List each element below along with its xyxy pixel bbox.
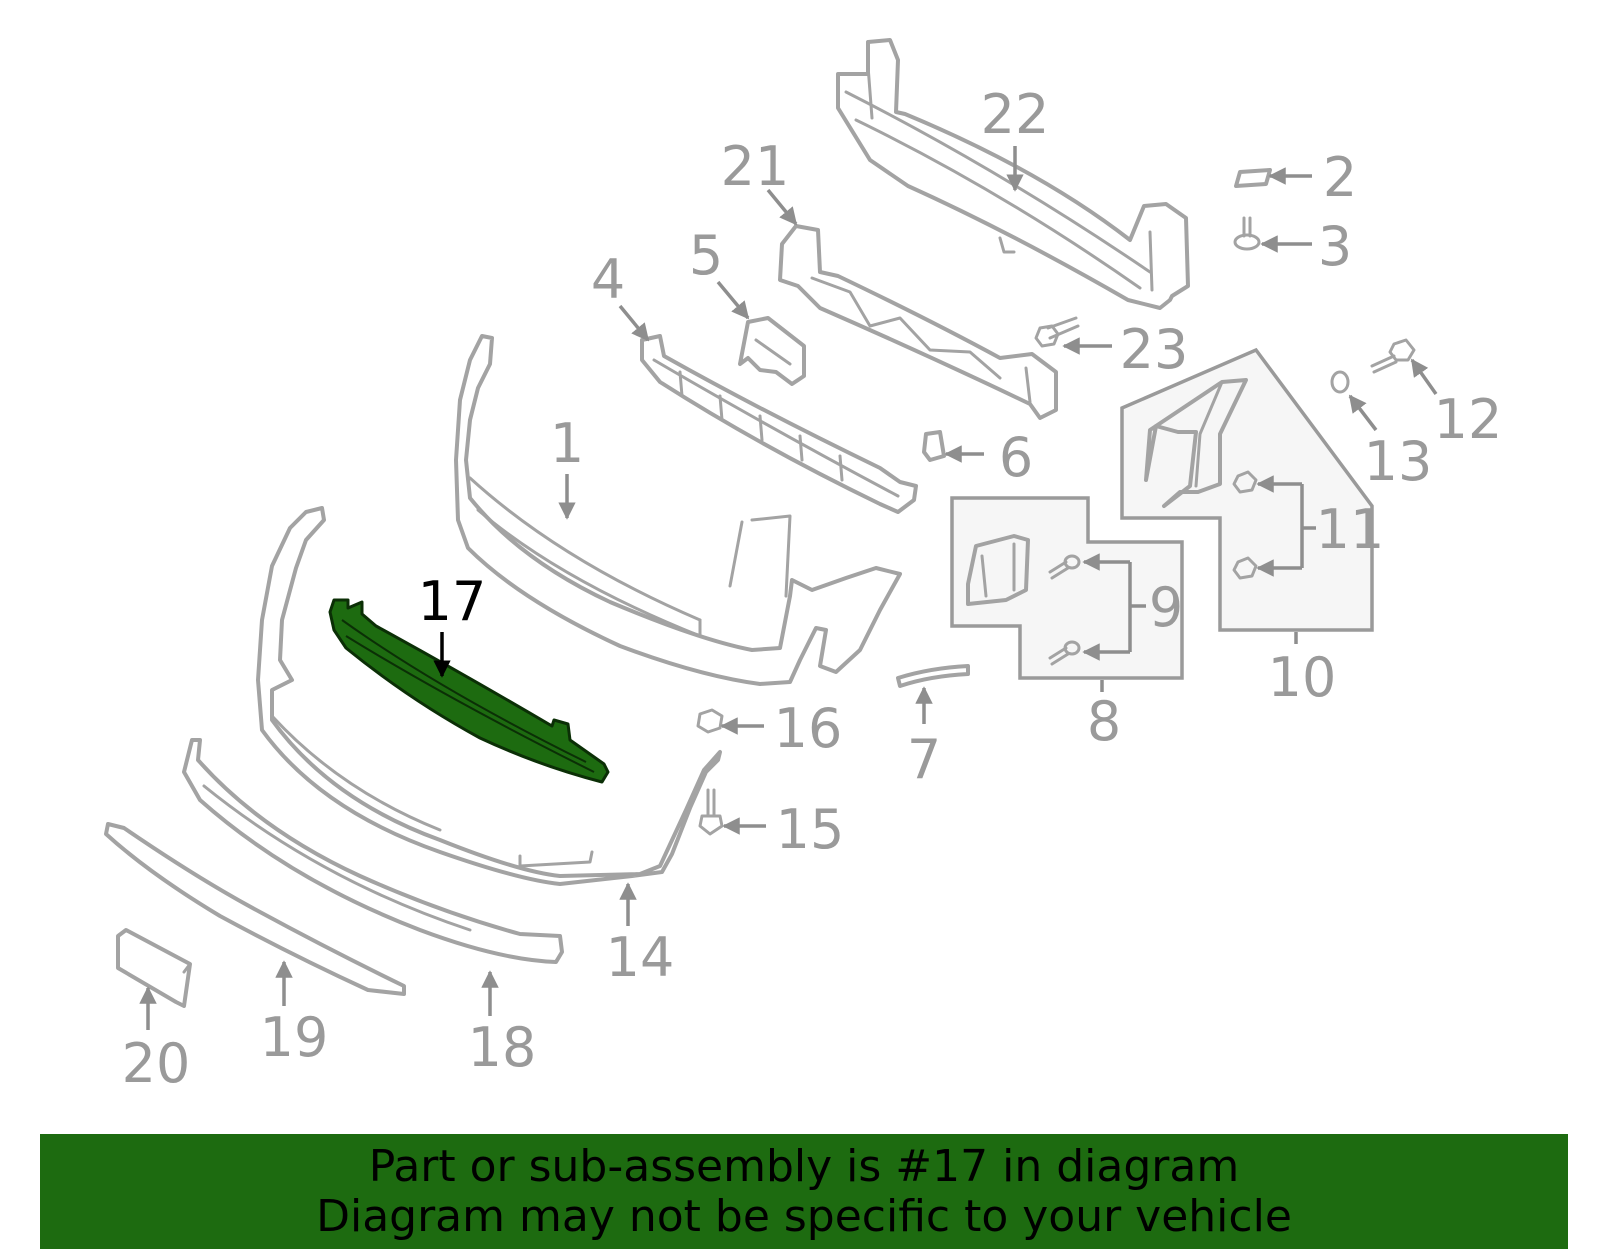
part-4-bracket[interactable] [640,334,918,514]
callout-13: 13 [1348,394,1433,493]
callout-11: 11 [1316,498,1385,561]
part-5-bracket[interactable] [738,316,806,386]
svg-text:8: 8 [1087,690,1121,753]
svg-text:17: 17 [418,570,487,633]
part-7-trim[interactable] [896,664,970,688]
svg-text:12: 12 [1434,388,1503,451]
callout-19: 19 [260,960,329,1069]
callout-10: 10 [1268,632,1337,709]
svg-text:20: 20 [122,1032,191,1095]
callout-12: 12 [1410,358,1503,451]
callout-16: 16 [720,697,843,760]
part-2-clip[interactable] [1234,168,1272,188]
svg-text:4: 4 [591,248,625,311]
callout-2: 2 [1268,146,1357,209]
callout-14: 14 [606,882,675,989]
part-19-skid-trim[interactable] [104,822,406,996]
svg-text:13: 13 [1364,430,1433,493]
svg-text:2: 2 [1323,146,1357,209]
svg-text:18: 18 [468,1016,537,1079]
part-9-screw-bottom[interactable] [1048,640,1081,666]
part-17-lower-absorber[interactable] [328,598,610,784]
callout-7: 7 [907,686,941,791]
svg-text:6: 6 [999,426,1033,489]
part-23-bolt[interactable] [1034,316,1080,348]
svg-text:23: 23 [1120,318,1189,381]
part-13-washer[interactable] [1330,370,1350,394]
part-12-bolt[interactable] [1370,338,1416,374]
svg-text:11: 11 [1316,498,1385,561]
svg-text:16: 16 [774,697,843,760]
svg-text:15: 15 [776,798,845,861]
part-14-lower-cover[interactable] [256,506,722,886]
callout-20: 20 [122,986,191,1095]
svg-text:5: 5 [689,224,723,287]
svg-text:10: 10 [1268,646,1337,709]
part-11-clip-bottom[interactable] [1232,556,1258,580]
svg-text:19: 19 [260,1006,329,1069]
svg-text:7: 7 [907,728,941,791]
part-3-bolt[interactable] [1233,216,1261,251]
svg-text:14: 14 [606,926,675,989]
svg-text:9: 9 [1149,576,1183,639]
part-18-lower-lip[interactable] [182,738,564,964]
callout-9: 9 [1149,576,1183,639]
banner-line-2: Diagram may not be specific to your vehi… [316,1191,1292,1242]
part-15-bolt[interactable] [698,788,724,836]
part-21-energy-absorber[interactable] [778,224,1058,420]
part-8-kit-box[interactable] [950,496,1184,680]
part-20-plate-bracket[interactable] [116,928,192,1008]
svg-text:1: 1 [550,412,584,475]
callout-21: 21 [721,135,798,226]
callout-22: 22 [981,83,1050,192]
part-1-bumper-cover[interactable] [454,334,902,686]
callout-6: 6 [944,426,1033,489]
svg-text:3: 3 [1318,215,1352,278]
callout-5: 5 [689,224,750,320]
callout-1: 1 [550,412,584,520]
part-16-nut[interactable] [696,708,724,734]
part-22-reinforcement-beam[interactable] [836,38,1190,310]
banner-line-1: Part or sub-assembly is #17 in diagram [368,1141,1240,1192]
svg-text:22: 22 [981,83,1050,146]
parts-diagram: 22 2 3 21 23 5 [104,38,1503,1095]
callout-23: 23 [1062,318,1189,381]
part-10-kit-box[interactable] [1120,347,1374,632]
info-banner: Part or sub-assembly is #17 in diagram D… [40,1134,1568,1249]
part-6-clip[interactable] [922,430,946,462]
callout-17: 17 [418,570,487,678]
part-11-clip-top[interactable] [1232,470,1258,494]
callout-4: 4 [591,248,650,342]
callout-3: 3 [1260,215,1352,278]
callout-18: 18 [468,970,537,1079]
part-9-screw-top[interactable] [1048,554,1081,580]
svg-text:21: 21 [721,135,790,198]
callout-15: 15 [722,798,845,861]
callout-8: 8 [1087,680,1121,753]
